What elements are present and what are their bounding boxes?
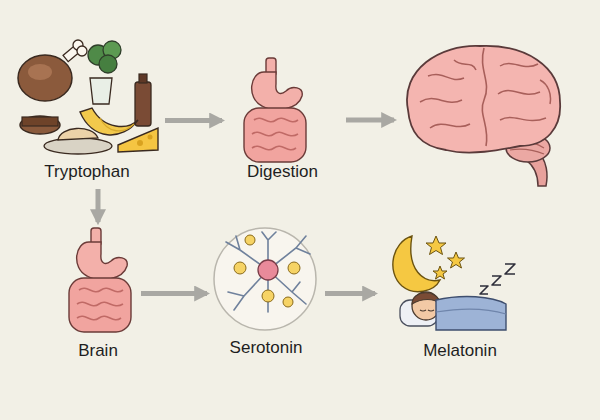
node-label: Brain [58,341,138,361]
brain-illustration [407,46,560,186]
sleep-illustration [393,236,515,330]
labelled-illustration: Tryptophan [12,38,162,186]
flow-arrow [325,291,375,296]
neuron-illustration [214,228,316,330]
labelled-illustration: Serotonin [210,225,322,362]
node-label: Tryptophan [12,162,162,182]
flow-arrow [346,118,394,123]
digestive-illustration [244,58,306,162]
flow-arrow [141,291,207,296]
node-label: Digestion [225,162,340,182]
labelled-illustration: Melatonin [378,225,542,365]
labelled-illustration: Digestion [225,55,340,186]
flow-arrow [165,118,222,123]
digestive-illustration [69,228,131,332]
node-label: Serotonin [210,338,322,358]
food-illustration [18,40,158,154]
labelled-illustration: Brain [58,225,138,365]
node-label: Melatonin [378,341,542,361]
flow-arrow [96,189,101,222]
